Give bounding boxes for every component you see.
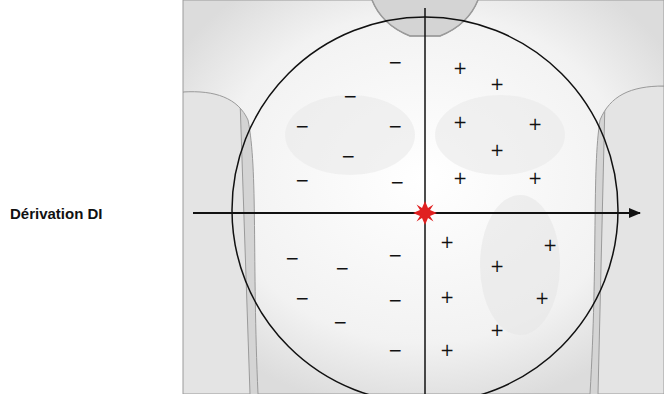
polarity-sign: −: [333, 314, 347, 331]
polarity-sign: −: [343, 88, 357, 105]
polarity-sign: +: [440, 289, 454, 306]
polarity-sign: −: [295, 118, 309, 135]
left-arm: [183, 89, 250, 394]
polarity-sign: −: [335, 260, 349, 277]
polarity-sign: +: [490, 76, 504, 93]
polarity-sign: −: [390, 174, 404, 191]
polarity-sign: −: [388, 292, 402, 309]
right-arm: [598, 86, 664, 394]
polarity-sign: −: [388, 118, 402, 135]
polarity-sign: +: [543, 237, 557, 254]
polarity-sign: +: [453, 170, 467, 187]
polarity-sign: −: [388, 342, 402, 359]
polarity-sign: +: [490, 142, 504, 159]
torso: [183, 0, 664, 394]
polarity-sign: +: [528, 170, 542, 187]
polarity-sign: −: [295, 172, 309, 189]
polarity-sign: +: [535, 290, 549, 307]
polarity-sign: −: [341, 148, 355, 165]
right-pectoral: [435, 95, 565, 175]
right-flank: [480, 195, 560, 335]
background: [183, 0, 664, 394]
polarity-sign: +: [453, 114, 467, 131]
polarity-sign: −: [388, 247, 402, 264]
left-pectoral: [285, 95, 415, 175]
polarity-sign: −: [295, 290, 309, 307]
heart-vector-origin: [413, 201, 437, 225]
polarity-sign: +: [490, 322, 504, 339]
polarity-sign: −: [285, 250, 299, 267]
polarity-sign: +: [440, 342, 454, 359]
polarity-sign: +: [440, 234, 454, 251]
polarity-sign: +: [490, 258, 504, 275]
polarity-sign: −: [388, 54, 402, 71]
polarity-sign: +: [528, 116, 542, 133]
polarity-sign: +: [453, 60, 467, 77]
lead-label: Dérivation DI: [10, 206, 103, 221]
